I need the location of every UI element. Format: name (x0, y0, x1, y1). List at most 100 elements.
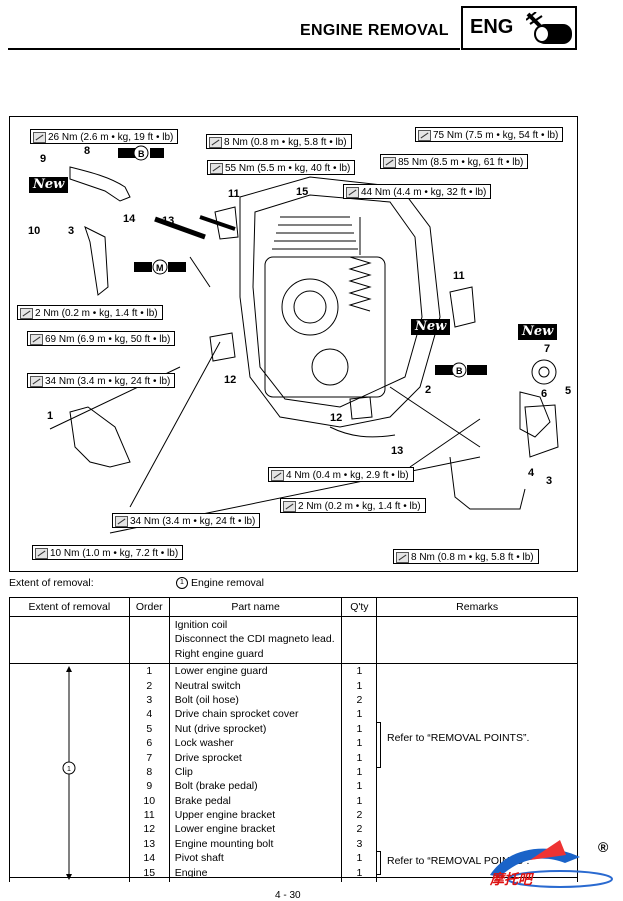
callout-12-right: 12 (330, 412, 343, 424)
wrench-icon (209, 137, 222, 148)
order-cell: 11 (143, 809, 155, 822)
callout-1: 1 (47, 410, 54, 422)
order-cell: 12 (143, 823, 156, 836)
wrench-icon (418, 130, 431, 141)
qty-cell: 1 (356, 780, 363, 793)
new-badge-lockwasher: New (518, 324, 558, 340)
part-name-cell: Engine (174, 866, 208, 879)
circle-one-icon: 1 (176, 577, 188, 590)
extent-legend-text: Engine removal (191, 577, 264, 589)
col-header-order: Order (128, 597, 170, 617)
part-name-cell: Bolt (oil hose) (174, 693, 239, 706)
lube-b-arrow-right: B (435, 362, 487, 378)
torque-label-26nm: 26 Nm (2.6 m • kg, 19 ft • lb) (30, 129, 179, 144)
torque-label-10nm: 10 Nm (1.0 m • kg, 7.2 ft • lb) (32, 545, 184, 560)
part-name-cell: Upper engine bracket (174, 809, 276, 822)
diagram-drawing: B M B (49, 145, 559, 534)
torque-label-34nm-a: 34 Nm (3.4 m • kg, 24 ft • lb) (27, 373, 176, 388)
part-name-cell: Bolt (brake pedal) (174, 780, 258, 793)
part-name-cell: Drive sprocket (174, 751, 242, 764)
callout-11-right: 11 (453, 270, 465, 282)
part-name-cell: Pivot shaft (174, 852, 224, 865)
qty-column: 1 1 2 1 1 1 1 1 1 1 2 2 3 1 1 (341, 663, 378, 883)
callout-7: 7 (544, 343, 551, 355)
order-cell: 4 (146, 708, 153, 721)
callout-6: 6 (541, 388, 548, 400)
parts-rows: 1 1 2 3 4 5 6 7 8 9 10 11 12 13 14 15 Lo… (9, 663, 578, 883)
qty-cell: 2 (356, 693, 363, 706)
wrench-icon (346, 187, 359, 198)
qty-cell: 1 (356, 708, 363, 721)
engine-icon (525, 11, 574, 51)
part-name-column: Lower engine guard Neutral switch Bolt (… (168, 663, 343, 883)
col-header-part: Part name (168, 597, 343, 617)
lube-m-letter: M (156, 263, 164, 273)
extent-cell: 1 (9, 663, 130, 883)
qty-cell: 1 (356, 751, 363, 764)
wrench-icon (115, 516, 128, 527)
torque-label-2nm-bottom: 2 Nm (0.2 m • kg, 1.4 ft • lb) (280, 498, 426, 513)
qty-cell: 2 (356, 823, 363, 836)
callout-12-left: 12 (224, 374, 237, 386)
callout-15: 15 (296, 186, 309, 198)
torque-label-4nm: 4 Nm (0.4 m • kg, 2.9 ft • lb) (268, 467, 414, 482)
new-badge-bracket: New (411, 319, 451, 335)
wrench-icon (383, 157, 396, 168)
order-cell: 5 (146, 722, 153, 735)
exploded-diagram: B M B New New New 26 Nm (2.6 m • kg, 19 … (9, 116, 578, 572)
part-name-cell: Brake pedal (174, 794, 231, 807)
part-name-cell: Drive chain sprocket cover (174, 708, 299, 721)
registered-mark: ® (598, 839, 609, 855)
wrench-icon (35, 548, 48, 559)
lube-b-letter-2: B (456, 366, 463, 376)
order-cell: 2 (146, 679, 153, 692)
table-header: Extent of removal Order Part name Q'ty R… (9, 597, 578, 617)
callout-4: 4 (528, 467, 535, 479)
order-cell: 10 (143, 794, 156, 807)
torque-label-8nm-bottom: 8 Nm (0.8 m • kg, 5.8 ft • lb) (393, 549, 539, 564)
order-column: 1 2 3 4 5 6 7 8 9 10 11 12 13 14 15 (128, 663, 170, 883)
col-header-qty: Q'ty (341, 597, 378, 617)
order-cell: 6 (146, 737, 153, 750)
removal-table: Extent of removal Order Part name Q'ty R… (9, 597, 578, 883)
qty-cell: 2 (356, 809, 363, 822)
torque-label-44nm: 44 Nm (4.4 m • kg, 32 ft • lb) (343, 184, 492, 199)
qty-cell: 1 (356, 737, 363, 750)
torque-label-75nm: 75 Nm (7.5 m • kg, 54 ft • lb) (415, 127, 564, 142)
callout-13-top: 13 (162, 215, 175, 227)
prelim-step: Disconnect the CDI magneto lead. (174, 633, 335, 646)
qty-cell: 1 (356, 722, 363, 735)
part-name-cell: Engine mounting bolt (174, 837, 274, 850)
qty-cell: 1 (356, 794, 363, 807)
watermark-logo: 摩托吧 ® (470, 835, 620, 900)
qty-cell: 1 (356, 866, 363, 879)
callout-8: 8 (84, 145, 91, 157)
prelim-steps: Ignition coil Disconnect the CDI magneto… (168, 616, 343, 665)
col-header-extent: Extent of removal (9, 597, 130, 617)
qty-cell: 1 (356, 765, 363, 778)
qty-cell: 1 (356, 665, 363, 678)
lube-b-arrow-top: B (118, 145, 164, 161)
wrench-icon (283, 501, 296, 512)
callout-11-top: 11 (228, 188, 240, 200)
torque-label-2nm-top: 2 Nm (0.2 m • kg, 1.4 ft • lb) (17, 305, 163, 320)
new-badge-brake: New (29, 177, 69, 193)
extent-label: Extent of removal: (9, 577, 94, 589)
part-name-cell: Clip (174, 765, 193, 778)
order-cell: 13 (143, 837, 156, 850)
callout-3-top: 3 (68, 225, 75, 237)
part-name-cell: Lower engine bracket (174, 823, 276, 836)
callout-13-bottom: 13 (391, 445, 404, 457)
part-name-cell: Lock washer (174, 737, 234, 750)
wrench-icon (30, 376, 43, 387)
qty-cell: 1 (356, 852, 363, 865)
header-rule (8, 48, 460, 50)
watermark-text: 摩托吧 (490, 872, 532, 888)
lube-b-letter: B (138, 149, 145, 159)
page-number: 4 - 30 (275, 890, 301, 901)
qty-cell: 3 (356, 837, 363, 850)
order-cell: 8 (146, 765, 153, 778)
qty-cell: 1 (356, 679, 363, 692)
remarks-column (376, 663, 578, 883)
